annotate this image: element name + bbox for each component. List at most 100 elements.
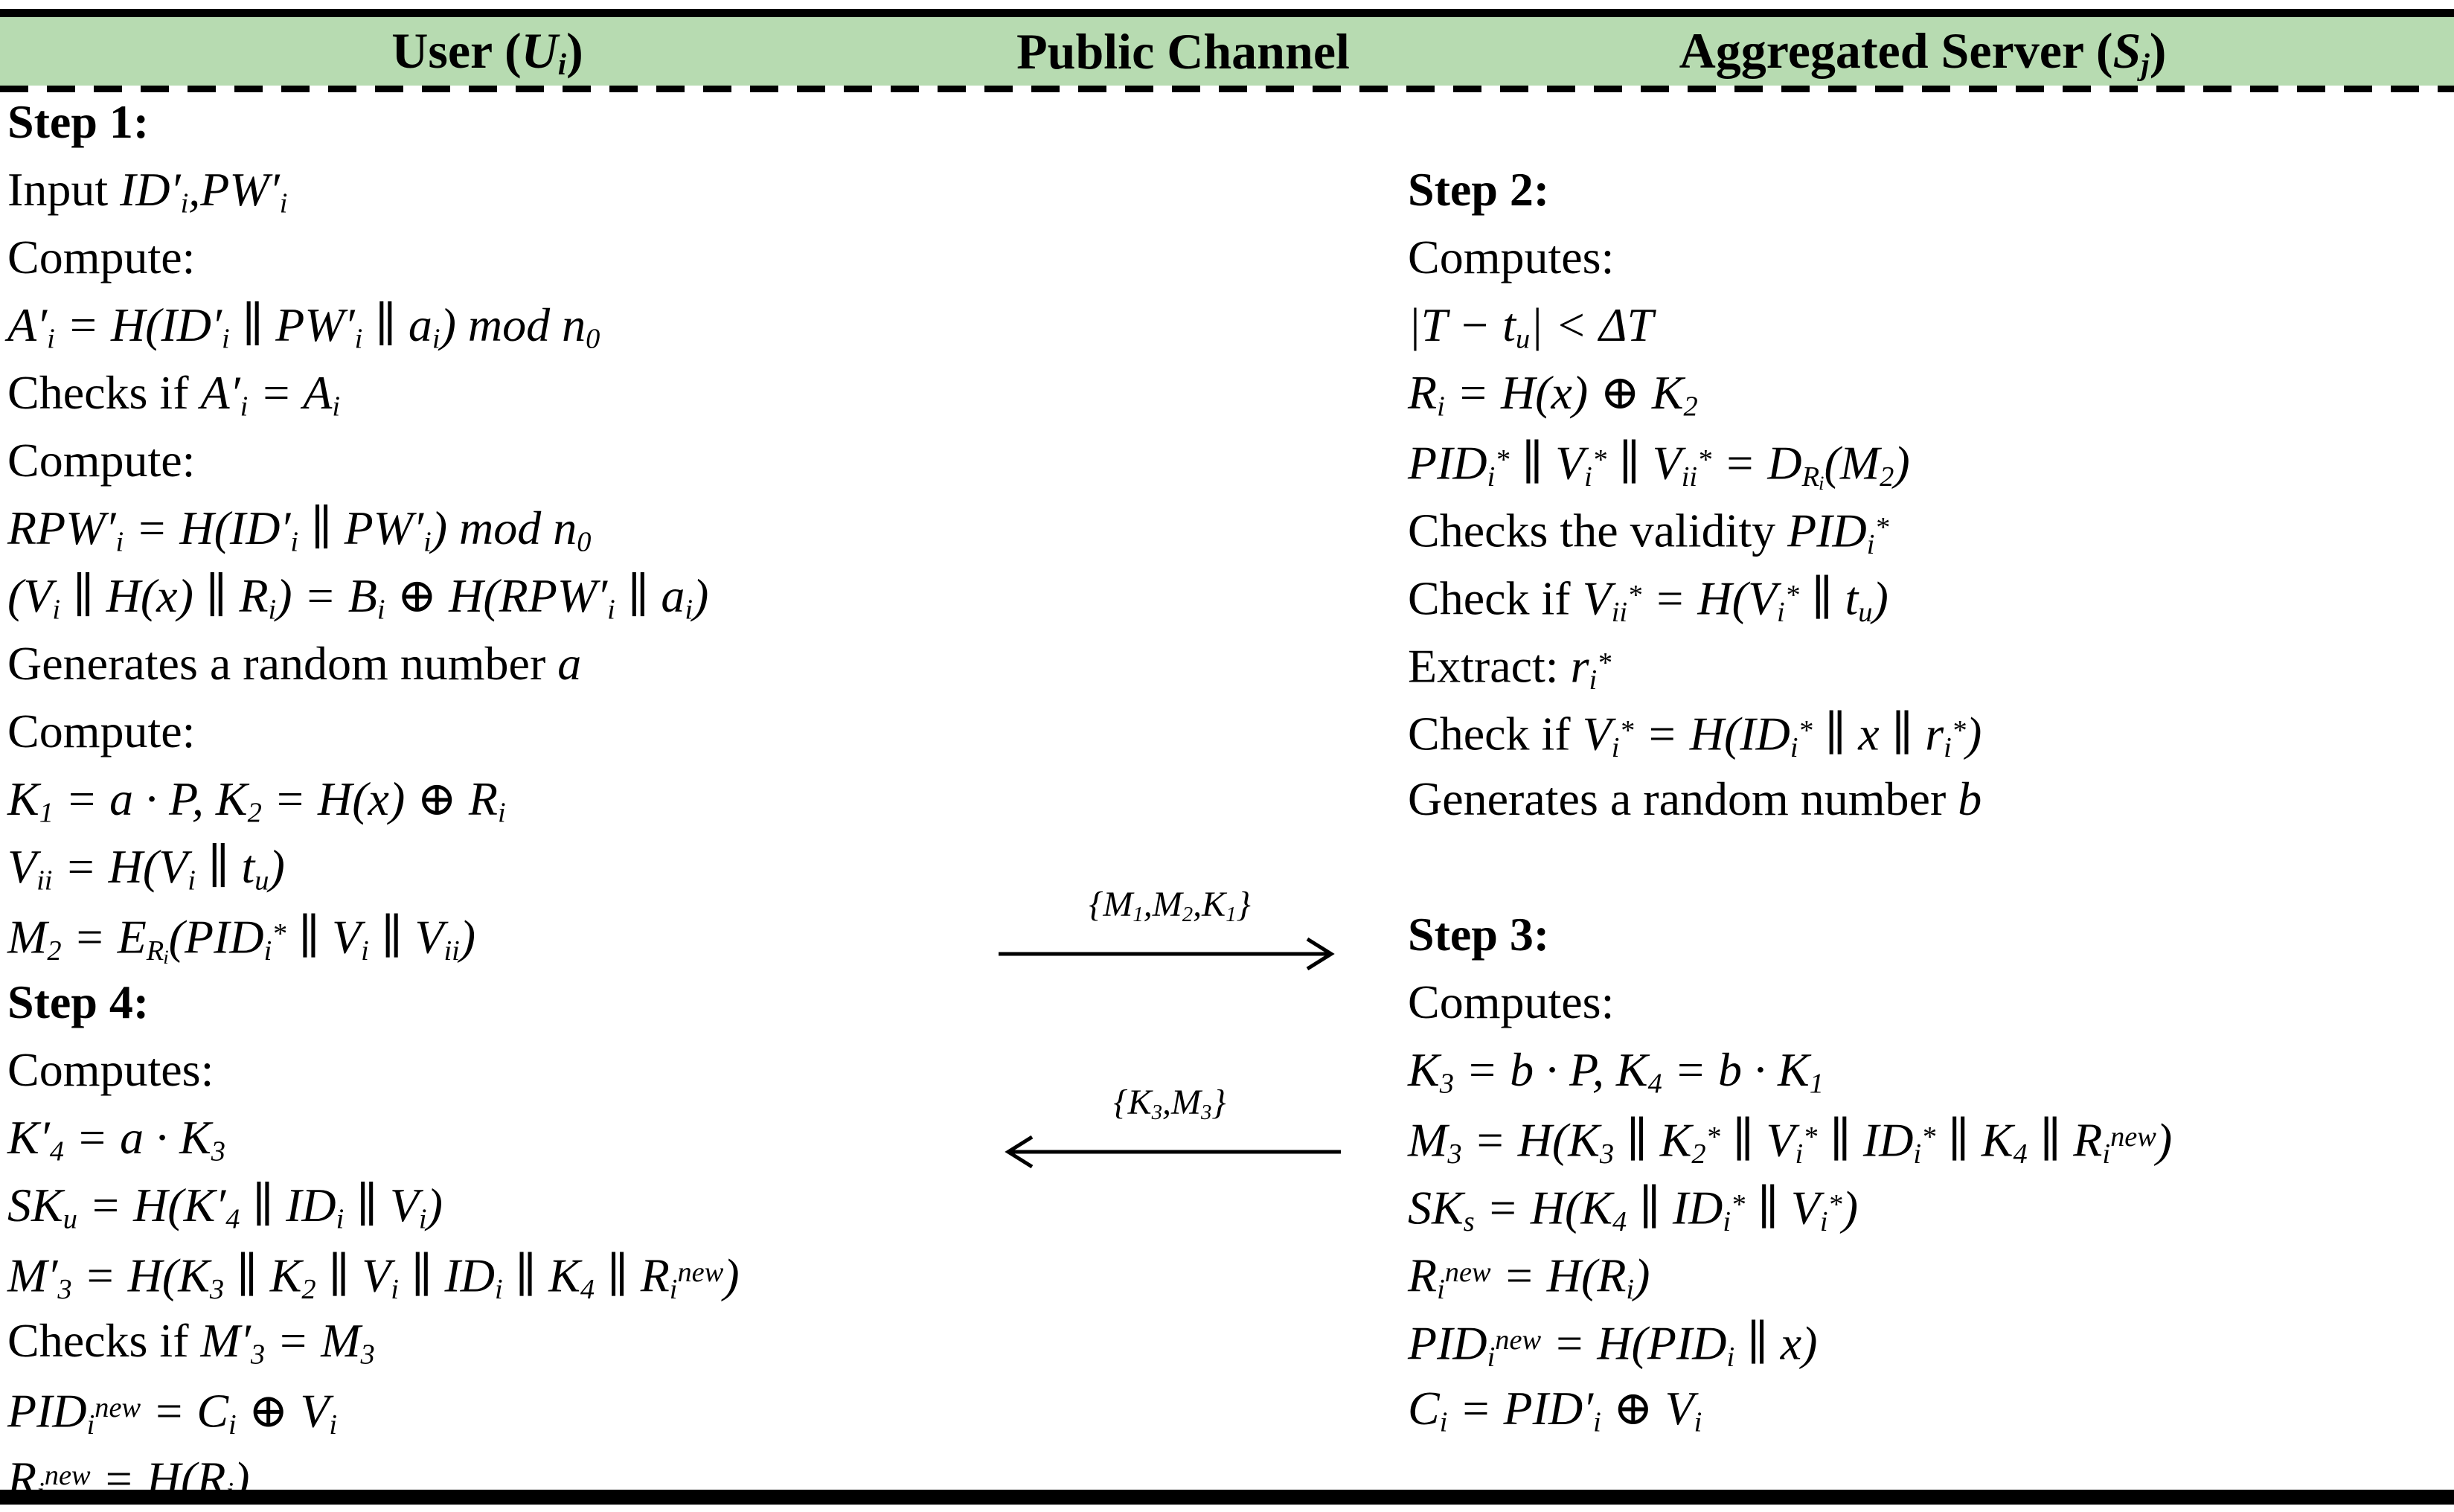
superscript: new (44, 1460, 91, 1491)
text-segment: Input (7, 163, 121, 216)
subscript: i (497, 797, 506, 829)
text-segment: ∥ V (1509, 436, 1585, 490)
text-segment: PID (1408, 436, 1487, 490)
subscript: 3 (57, 1274, 72, 1306)
subscript: 3 (1439, 1068, 1454, 1100)
text-segment: ∥ V (1720, 1113, 1795, 1167)
text-segment: ∥ a (615, 569, 685, 622)
text-segment: User ( (391, 22, 522, 79)
subscript: i (669, 1274, 678, 1306)
subscript: i (1611, 732, 1620, 764)
text-segment: ∥ ID (240, 1179, 336, 1231)
text-segment: A′ (7, 298, 48, 351)
protocol-line: PIDinew = H(PIDi ∥ x) (1408, 1307, 2454, 1374)
subscript: 3 (1447, 1138, 1462, 1170)
subscript: 3 (360, 1339, 375, 1371)
text-segment: ) (693, 569, 709, 622)
text-segment: ,K (1193, 885, 1226, 924)
text-segment: Aggregated Server ( (1679, 22, 2113, 79)
subscript: i (377, 594, 385, 626)
protocol-line: Check if Vi* = H(IDi* ∥ x ∥ ri*) (1408, 697, 2454, 765)
text-segment: = H(K′ (77, 1179, 226, 1231)
text-segment: Generates a random number (1408, 772, 1958, 825)
subscript: i (423, 526, 432, 558)
subscript: i (52, 594, 61, 626)
text-segment: K (1408, 1043, 1440, 1096)
protocol-line: Step 1: (7, 88, 1049, 156)
text-segment: Checks if (7, 1314, 201, 1367)
text-segment: ) (2149, 22, 2167, 79)
message-m1-m2-k1-label: {M1,M2,K1} (995, 882, 1345, 927)
header-user: User (Ui) (0, 22, 975, 82)
arrow-right-icon (999, 937, 1335, 971)
text-segment: M′ (7, 1249, 58, 1302)
protocol-line: PIDinew = Ci ⊕ Vi (7, 1374, 1049, 1442)
subscript: i (1437, 1274, 1445, 1306)
text-segment: ∥ V (315, 1249, 391, 1302)
subscript: i (1726, 1342, 1735, 1374)
text-segment: ∥ K (224, 1249, 302, 1302)
protocol-line: M3 = H(K3 ∥ K2* ∥ Vi* ∥ IDi* ∥ K4 ∥ Rine… (1408, 1103, 2454, 1171)
subscript: i (1439, 1406, 1448, 1438)
text-segment: Public Channel (1016, 22, 1350, 80)
superscript: * (1627, 580, 1642, 611)
subscript: i (1944, 732, 1952, 764)
subscript: 4 (580, 1274, 595, 1306)
subscript: i (163, 946, 169, 969)
protocol-line: Checks the validity PIDi* (1408, 494, 2454, 562)
protocol-line: SKu = H(K′4 ∥ IDi ∥ Vi) (7, 1171, 1049, 1239)
subscript: i (391, 1274, 399, 1306)
text-segment: ∥ t (195, 840, 255, 893)
text-segment: PW′ (200, 163, 280, 216)
text-segment: SK (7, 1179, 63, 1231)
text-segment: = a · P, K (53, 772, 248, 825)
text-segment: ,M (1162, 1083, 1201, 1122)
text-segment: (PID (168, 910, 264, 964)
subscript: i (1819, 1206, 1828, 1238)
bottom-rule (0, 1490, 2454, 1505)
protocol-line: Compute: (7, 223, 1049, 291)
superscript: * (1874, 512, 1889, 543)
text-segment: V (7, 840, 37, 893)
subscript: i (607, 594, 615, 626)
subscript: 3 (250, 1339, 266, 1371)
text-segment: ) = B (276, 569, 377, 622)
subscript: i (279, 188, 288, 220)
subscript: i (222, 323, 230, 355)
header-dashed-rule (0, 86, 2454, 92)
subscript: 2 (47, 935, 62, 967)
text-segment: Computes: (1408, 231, 1615, 284)
text-segment: {M (1089, 885, 1133, 924)
text-segment: V (1582, 707, 1612, 760)
text-segment: = PID′ (1447, 1382, 1594, 1435)
subscript: i (1723, 1206, 1731, 1238)
protocol-line: RPW′i = H(ID′i ∥ PW′i) mod n0 (7, 494, 1049, 562)
text-segment: Computes: (1408, 976, 1615, 1028)
subscript: i (1777, 597, 1785, 629)
protocol-line: Step 3: (1408, 900, 2454, 968)
protocol-line: K′4 = a · K3 (7, 1103, 1049, 1171)
text-segment: = H(V (52, 840, 188, 893)
subscript: u (254, 865, 269, 897)
text-segment: ∥ a (362, 298, 432, 351)
superscript: * (1592, 444, 1607, 475)
subscript: R (1801, 461, 1820, 493)
text-segment: U (521, 22, 558, 79)
text-segment: M (1408, 1113, 1448, 1167)
protocol-line: Check if Vii* = H(Vi* ∥ tu) (1408, 562, 2454, 630)
protocol-line: A′i = H(ID′i ∥ PW′i ∥ ai) mod n0 (7, 291, 1049, 359)
text-segment: Generates a random number (7, 637, 558, 690)
message-k3-m3: {K3,M3} (995, 1080, 1345, 1171)
text-segment: ∥ x) (1734, 1316, 1818, 1370)
text-segment: ⊕ H(RPW′ (385, 569, 608, 622)
text-segment: } (1211, 1083, 1226, 1122)
text-segment: PID (1787, 504, 1867, 557)
text-segment: (M (1824, 436, 1880, 490)
text-segment: = D (1711, 436, 1802, 490)
subscript: i (1437, 391, 1445, 423)
superscript: * (1697, 444, 1712, 475)
text-segment: = A (248, 366, 333, 419)
subscript: 3 (209, 1274, 225, 1306)
